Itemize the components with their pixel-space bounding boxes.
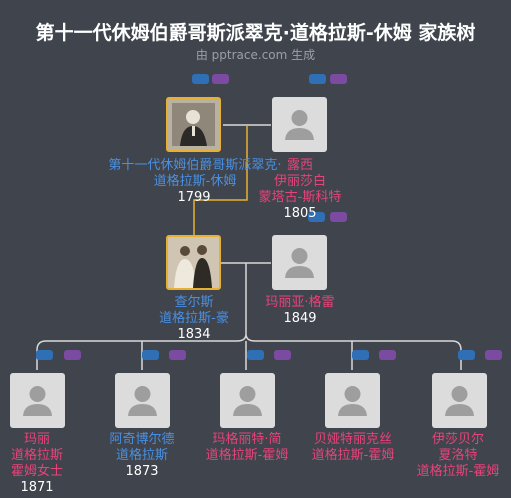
father-tag[interactable] — [352, 350, 369, 360]
avatar-placeholder-icon — [445, 386, 474, 416]
mother-tag[interactable] — [212, 74, 229, 84]
person-name: 霍姆女士 — [10, 464, 63, 479]
mother-tag[interactable] — [330, 212, 347, 222]
father-tag[interactable] — [192, 74, 209, 84]
mother-tag[interactable] — [64, 350, 81, 360]
person-photo[interactable] — [166, 97, 221, 152]
avatar-placeholder-icon — [233, 386, 262, 416]
avatar-placeholder-icon — [338, 386, 367, 416]
father-tag[interactable] — [247, 350, 264, 360]
father-tag[interactable] — [309, 74, 326, 84]
person-year: 1805 — [283, 206, 317, 221]
page-subtitle: 由 pptrace.com 生成 — [195, 48, 316, 62]
person-photo[interactable] — [115, 373, 170, 428]
person-photo[interactable] — [325, 373, 380, 428]
person-year: 1834 — [177, 327, 211, 342]
person-name: 玛格丽特·简 — [212, 432, 282, 447]
couple-photo — [168, 237, 219, 288]
person-name: 贝娅特丽克丝 — [313, 432, 392, 447]
person-name: 道格拉斯 — [115, 448, 168, 463]
person-photo[interactable] — [432, 373, 487, 428]
mother-tag[interactable] — [274, 350, 291, 360]
person-year: 1871 — [20, 480, 54, 495]
person-photo[interactable] — [220, 373, 275, 428]
person-name: 道格拉斯-豪 — [159, 311, 229, 326]
person-name: 第十一代休姆伯爵哥斯派翠克· — [108, 158, 282, 173]
father-tag[interactable] — [458, 350, 475, 360]
person-name: 查尔斯 — [174, 295, 214, 310]
person-name: 伊莎贝尔 — [431, 432, 484, 447]
person-name: 阿奇博尔德 — [109, 432, 175, 447]
person-name: 玛丽亚·格雷 — [265, 295, 335, 310]
highlight-connector — [193, 125, 248, 235]
person-photo[interactable] — [272, 97, 327, 152]
person-name: 道格拉斯-霍姆 — [205, 448, 289, 463]
father-tag[interactable] — [142, 350, 159, 360]
person-name: 道格拉斯-霍姆 — [311, 448, 395, 463]
avatar-placeholder-icon — [128, 386, 157, 416]
person-name: 蒙塔古-斯科特 — [258, 190, 342, 205]
page-title: 第十一代休姆伯爵哥斯派翠克·道格拉斯-休姆 家族树 — [35, 22, 476, 44]
avatar-placeholder-icon — [23, 386, 52, 416]
person-name: 玛丽 — [23, 432, 50, 447]
mother-tag[interactable] — [330, 74, 347, 84]
mother-tag[interactable] — [485, 350, 502, 360]
person-year: 1873 — [125, 464, 159, 479]
portrait-photo — [168, 99, 219, 150]
person-photo[interactable] — [10, 373, 65, 428]
person-name: 伊丽莎白 — [273, 174, 326, 189]
father-tag[interactable] — [36, 350, 53, 360]
father-tag[interactable] — [308, 212, 325, 222]
person-year: 1849 — [283, 311, 317, 326]
person-year: 1799 — [177, 190, 211, 205]
person-name: 道格拉斯-休姆 — [153, 174, 237, 189]
avatar-placeholder-icon — [285, 110, 314, 140]
person-name: 道格拉斯 — [10, 448, 63, 463]
person-photo[interactable] — [166, 235, 221, 290]
person-photo[interactable] — [272, 235, 327, 290]
person-name: 道格拉斯-霍姆 — [416, 464, 500, 479]
person-name: 露西 — [286, 158, 313, 173]
avatar-placeholder-icon — [285, 248, 314, 278]
mother-tag[interactable] — [379, 350, 396, 360]
mother-tag[interactable] — [169, 350, 186, 360]
person-name: 夏洛特 — [438, 448, 478, 463]
